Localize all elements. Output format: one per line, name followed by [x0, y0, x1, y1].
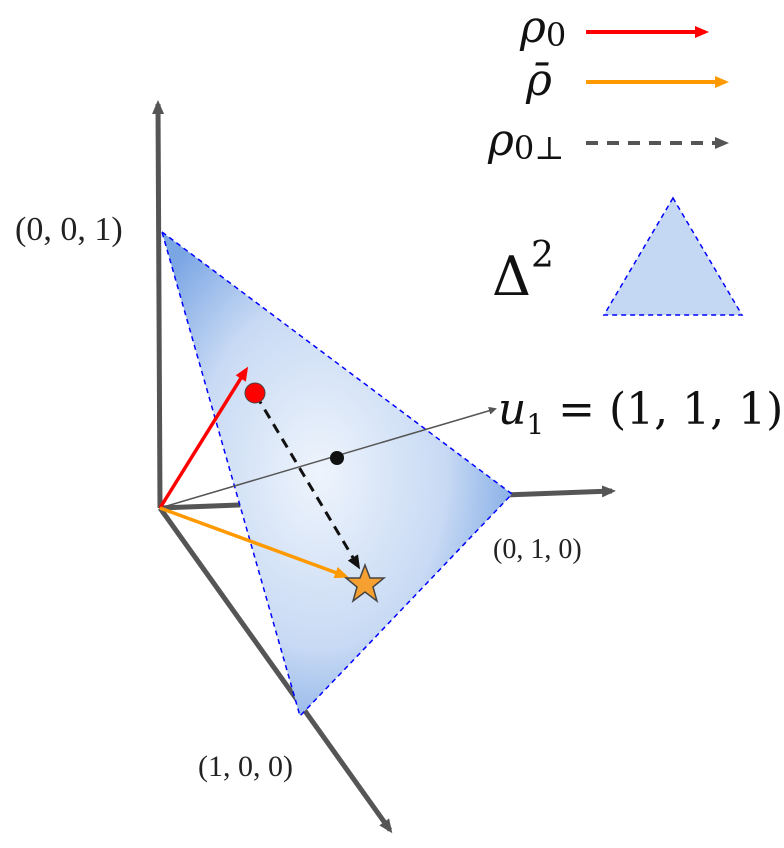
u1-symbol: u — [498, 384, 526, 435]
z-axis — [152, 100, 165, 509]
simplex-triangle — [160, 230, 514, 718]
rhobar-vector — [159, 506, 349, 579]
u1-subscript: 1 — [526, 408, 544, 441]
vertex-label-y: (0, 1, 0) — [493, 534, 582, 565]
vertex-label-x: (1, 0, 0) — [198, 750, 293, 783]
rho0-point — [244, 382, 266, 404]
u1-value: = (1, 1, 1) — [544, 384, 783, 435]
legend-rhobar-label: ρ̄ — [525, 55, 552, 106]
u1-vector — [159, 406, 497, 509]
vertex-label-z: (0, 0, 1) — [15, 211, 123, 248]
legend-rho0-label: ρ0 — [519, 2, 566, 54]
legend-simplex-label: Δ2 — [492, 235, 554, 308]
legend-rho0perp-label: ρ0⊥ — [487, 115, 564, 167]
legend: ρ0 ρ̄ ρ0⊥ Δ2 — [487, 2, 744, 316]
u1-label: u1 = (1, 1, 1) — [498, 384, 783, 441]
legend-simplex-icon — [602, 196, 744, 316]
rho0-vector — [158, 366, 249, 509]
x-axis — [157, 506, 393, 834]
rhobar-star-icon — [343, 562, 387, 603]
centroid-point — [330, 451, 344, 465]
